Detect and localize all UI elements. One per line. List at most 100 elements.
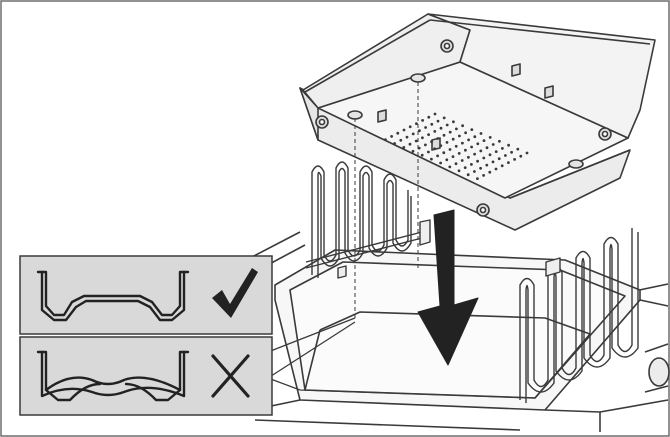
perforation-dot	[488, 153, 492, 157]
perforation-dot	[467, 155, 470, 159]
perforation-dot	[498, 139, 501, 143]
perforation-dot	[488, 136, 492, 139]
correct-profile-icon	[36, 270, 190, 322]
perforation-dot	[461, 141, 464, 145]
perforation-dot	[488, 170, 492, 174]
perforation-dot	[414, 139, 418, 143]
perforation-dot	[485, 163, 489, 167]
perforation-dot	[482, 174, 485, 177]
perforation-dot	[445, 158, 449, 162]
perforation-dot	[458, 134, 461, 138]
perforation-dot	[430, 157, 433, 161]
perforation-dot	[476, 159, 479, 163]
control-knob	[648, 357, 670, 387]
perforation-dot	[427, 115, 431, 119]
perforation-dot	[402, 146, 406, 149]
perforation-dot	[464, 131, 467, 135]
perforation-dot	[448, 165, 452, 169]
perforation-dot	[408, 125, 412, 129]
perforation-dot	[433, 112, 437, 116]
perforation-dot	[411, 149, 415, 153]
perforation-dot	[402, 128, 406, 132]
perforation-dot	[393, 142, 396, 145]
check-mark-icon	[212, 268, 258, 318]
perforation-dot	[433, 130, 437, 133]
perforation-dot	[433, 147, 436, 151]
perforation-dot	[436, 154, 439, 158]
perforation-dot	[452, 120, 455, 124]
perforation-dot	[473, 170, 476, 173]
perforation-dot	[421, 136, 424, 140]
callout-pointers	[267, 317, 536, 399]
perforation-dot	[464, 148, 467, 152]
perforation-dot	[513, 158, 516, 161]
perforation-dot	[470, 128, 474, 132]
perforation-dot	[420, 153, 424, 157]
perforation-dot	[457, 152, 461, 155]
perforation-dot	[430, 140, 433, 144]
perforation-dot	[466, 173, 470, 177]
perforation-dot	[445, 123, 449, 127]
perforation-dot	[436, 137, 440, 140]
perforation-dot	[491, 160, 495, 164]
perforation-dot	[421, 119, 424, 122]
perforation-dot	[479, 132, 483, 135]
perforation-dot	[467, 138, 470, 142]
perforation-dot	[473, 135, 477, 139]
perforation-dot	[504, 154, 507, 157]
heating-element-right	[519, 228, 639, 403]
perforation-dot	[396, 131, 400, 135]
perforation-dot	[485, 146, 489, 150]
perforation-dot	[445, 141, 449, 144]
perforation-dot	[415, 122, 418, 125]
perforation-dot	[451, 137, 455, 141]
perforation-dot	[460, 159, 464, 162]
perforation-dot	[430, 122, 434, 126]
perforation-dot	[436, 119, 440, 123]
perforation-dot	[463, 166, 467, 170]
perforation-dot	[516, 147, 520, 151]
basket-tray-icon	[299, 13, 656, 231]
heating-element-left	[305, 161, 431, 279]
perforation-dot	[442, 133, 446, 137]
perforation-dot	[501, 147, 504, 150]
perforation-dot	[497, 157, 501, 161]
perforation-dot	[451, 155, 455, 159]
perforation-dot	[442, 116, 446, 120]
perforation-dot	[390, 135, 393, 138]
perforation-dot	[494, 167, 498, 171]
perforation-dot	[411, 132, 415, 136]
cross-mark-icon	[211, 354, 250, 398]
perforation-dot	[424, 126, 427, 129]
perforation-dot	[408, 142, 412, 146]
perforation-dot	[494, 150, 498, 154]
perforation-dot	[427, 133, 430, 137]
perforation-dot	[439, 144, 443, 148]
callout-panel	[19, 255, 273, 416]
perforation-dot	[384, 138, 387, 142]
perforation-dot	[448, 130, 452, 134]
basket-perforations	[384, 112, 529, 181]
down-arrow-icon	[417, 209, 479, 366]
perforation-dot	[476, 142, 480, 146]
incorrect-profile-icon	[36, 350, 190, 402]
perforation-dot	[399, 138, 403, 142]
perforation-dot	[455, 127, 458, 131]
perforation-dot	[482, 139, 486, 143]
perforation-dot	[424, 143, 427, 147]
perforation-dot	[442, 151, 446, 155]
perforation-dot	[525, 151, 529, 155]
perforation-dot	[510, 150, 513, 154]
perforation-dot	[454, 144, 458, 148]
perforation-dot	[418, 129, 421, 133]
perforation-dot	[405, 135, 409, 139]
perforation-dot	[507, 143, 510, 147]
perforation-dot	[491, 143, 495, 146]
perforation-dot	[461, 124, 464, 128]
perforation-dot	[482, 156, 486, 160]
perforation-dot	[476, 177, 479, 181]
perforation-dot	[479, 149, 483, 153]
